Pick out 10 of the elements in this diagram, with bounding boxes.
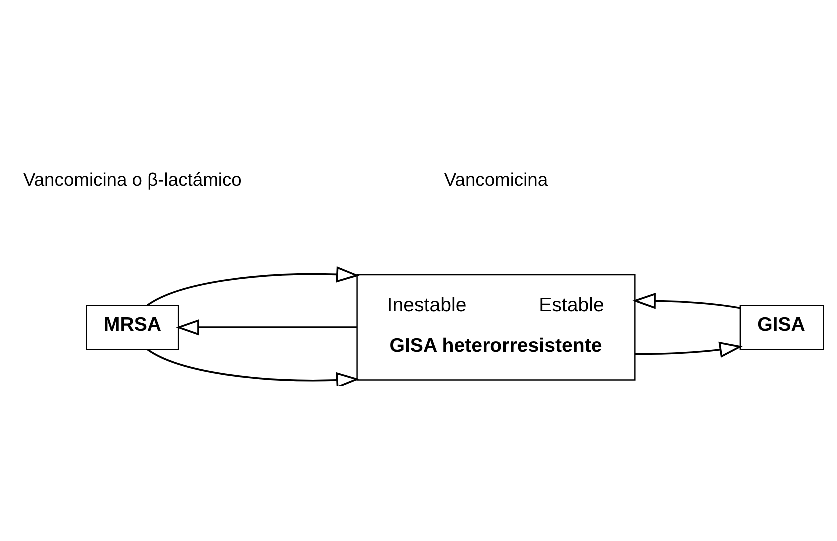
arrow xyxy=(147,348,360,386)
arrow xyxy=(632,292,740,310)
node-box: Inestable Estable GISA heterorresistente xyxy=(356,274,636,381)
label: Vancomicina o β-lactámico xyxy=(23,169,242,190)
label: Vancomicina xyxy=(444,169,548,190)
arrow xyxy=(635,342,743,358)
node-box: MRSA xyxy=(86,304,180,350)
arrow xyxy=(147,266,360,306)
node-box: GISA xyxy=(740,304,824,350)
arrow xyxy=(176,319,357,336)
